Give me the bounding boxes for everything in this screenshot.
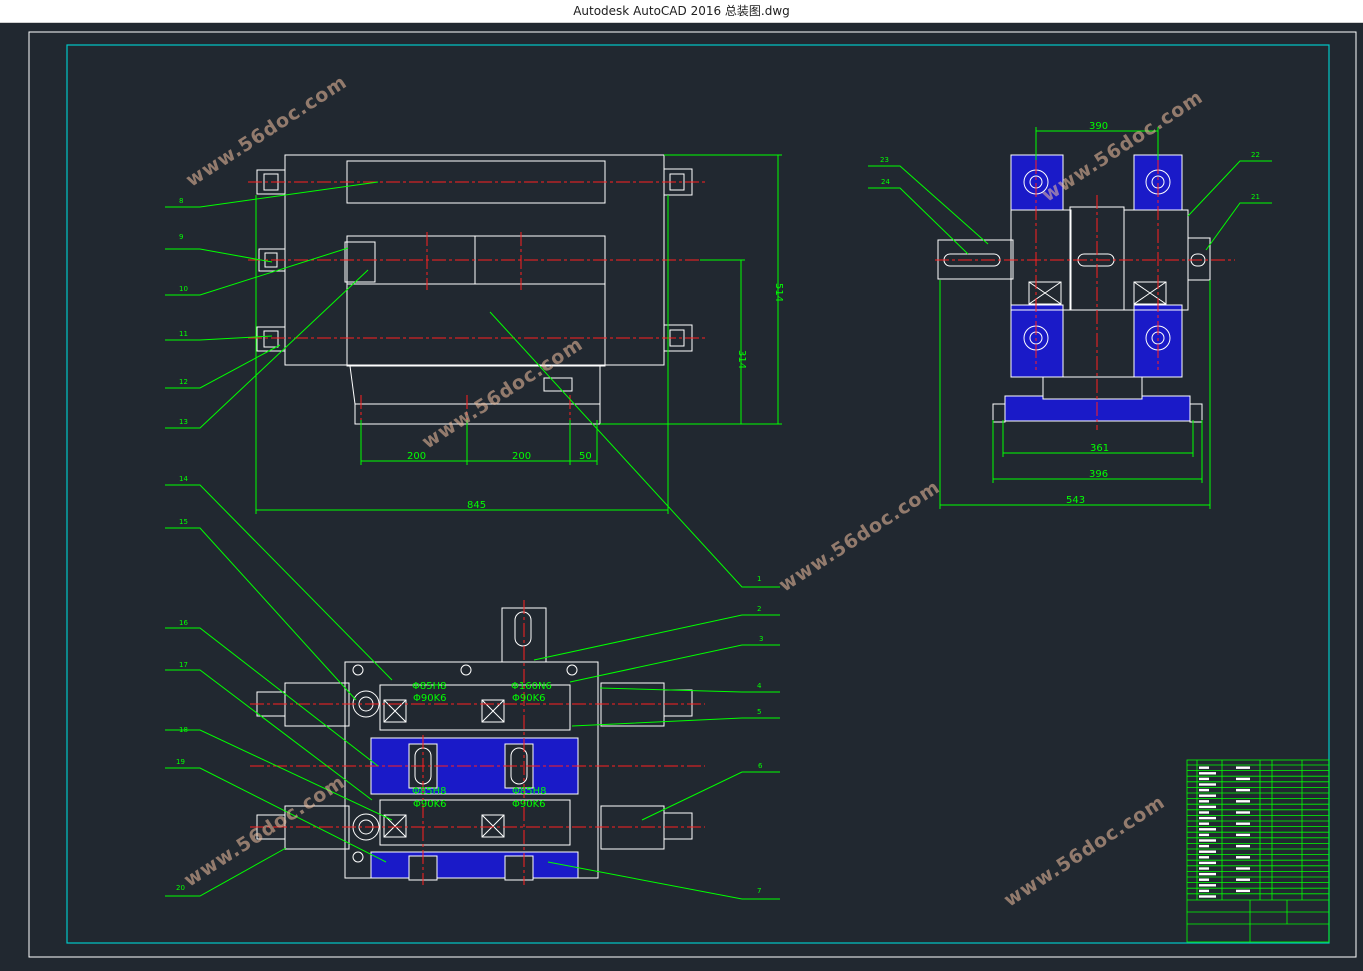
balloon-numbers: 8 9 10 11 12 13 14 15 16 17 18 19 20 1 2… bbox=[176, 151, 1260, 895]
balloon-20: 20 bbox=[176, 884, 185, 892]
window-title: Autodesk AutoCAD 2016 总装图.dwg bbox=[573, 4, 790, 18]
table-cell-mark bbox=[1199, 828, 1216, 831]
table-cell-mark bbox=[1199, 766, 1209, 769]
table-cell-mark bbox=[1236, 833, 1250, 837]
balloon-17: 17 bbox=[179, 661, 188, 669]
balloon-18: 18 bbox=[179, 726, 188, 734]
table-cell-mark bbox=[1199, 777, 1209, 781]
table-cell-mark bbox=[1236, 844, 1250, 848]
table-cell-mark bbox=[1199, 794, 1216, 797]
title-bar: Autodesk AutoCAD 2016 总装图.dwg bbox=[0, 0, 1363, 23]
leader-lines bbox=[165, 160, 1272, 900]
balloon-11: 11 bbox=[179, 330, 188, 338]
table-cell-mark bbox=[1199, 861, 1216, 865]
table-cell-mark bbox=[1236, 766, 1250, 769]
balloon-3: 3 bbox=[759, 635, 763, 643]
table-cell-mark bbox=[1236, 788, 1250, 792]
balloon-22: 22 bbox=[1251, 151, 1260, 159]
balloon-10: 10 bbox=[179, 285, 188, 293]
table-cell-mark bbox=[1199, 839, 1216, 842]
dim-200b: 200 bbox=[512, 451, 531, 462]
dim-200a: 200 bbox=[407, 451, 426, 462]
balloon-13: 13 bbox=[179, 418, 188, 426]
balloon-21: 21 bbox=[1251, 193, 1260, 201]
balloon-24: 24 bbox=[881, 178, 890, 186]
side-view bbox=[937, 154, 1211, 423]
balloon-1: 1 bbox=[757, 575, 761, 583]
fit-top-right: Φ160N6 bbox=[511, 681, 552, 692]
balloon-8: 8 bbox=[179, 197, 183, 205]
top-view bbox=[256, 607, 693, 881]
table-cell-mark bbox=[1199, 805, 1216, 809]
outer-border bbox=[28, 31, 1357, 958]
table-cell-mark bbox=[1199, 844, 1209, 848]
cad-canvas[interactable]: 200 200 50 845 314 514 bbox=[0, 23, 1363, 966]
table-cell-mark bbox=[1199, 788, 1209, 792]
table-cell-mark bbox=[1199, 884, 1216, 887]
fit-lower-left: Φ90K6 bbox=[413, 799, 447, 810]
table-cell-mark bbox=[1236, 777, 1250, 781]
table-cell-mark bbox=[1236, 822, 1250, 825]
inner-frame bbox=[66, 44, 1330, 944]
front-view bbox=[256, 154, 693, 425]
balloon-4: 4 bbox=[757, 682, 762, 690]
balloon-16: 16 bbox=[179, 619, 188, 627]
fit-top-left: Φ85H8 bbox=[412, 681, 446, 692]
table-cell-mark bbox=[1236, 811, 1250, 814]
table-cell-mark bbox=[1236, 889, 1250, 893]
dim-845: 845 bbox=[467, 500, 486, 511]
balloon-23: 23 bbox=[880, 156, 889, 164]
table-cell-mark bbox=[1236, 867, 1250, 870]
balloon-7: 7 bbox=[757, 887, 761, 895]
fit-low-right: Φ85H8 bbox=[512, 786, 546, 797]
table-cell-mark bbox=[1199, 800, 1209, 803]
parts-list-table[interactable] bbox=[1186, 759, 1330, 943]
dim-314: 314 bbox=[736, 350, 747, 369]
table-cell-mark bbox=[1199, 783, 1216, 786]
balloon-14: 14 bbox=[179, 475, 188, 483]
table-cell-mark bbox=[1199, 867, 1209, 870]
parts-list-text bbox=[1199, 766, 1250, 898]
dim-50: 50 bbox=[579, 451, 592, 462]
front-centerlines bbox=[248, 181, 705, 440]
table-cell-mark bbox=[1199, 889, 1209, 893]
table-cell-mark bbox=[1199, 856, 1209, 859]
table-cell-mark bbox=[1236, 856, 1250, 859]
fit-low-left: Φ85H8 bbox=[412, 786, 446, 797]
balloon-15: 15 bbox=[179, 518, 188, 526]
balloon-12: 12 bbox=[179, 378, 188, 386]
dim-390: 390 bbox=[1089, 121, 1108, 132]
balloon-9: 9 bbox=[179, 233, 183, 241]
table-cell-mark bbox=[1199, 816, 1216, 820]
table-cell-mark bbox=[1199, 772, 1216, 775]
fit-mid-left: Φ90K6 bbox=[413, 693, 447, 704]
dim-361: 361 bbox=[1090, 443, 1109, 454]
table-cell-mark bbox=[1236, 878, 1250, 881]
dim-543: 543 bbox=[1066, 495, 1085, 506]
balloon-19: 19 bbox=[176, 758, 185, 766]
dim-514: 514 bbox=[773, 283, 784, 302]
balloon-5: 5 bbox=[757, 708, 761, 716]
table-cell-mark bbox=[1199, 895, 1216, 898]
fit-mid-right: Φ90K6 bbox=[512, 693, 546, 704]
table-cell-mark bbox=[1199, 822, 1209, 825]
table-cell-mark bbox=[1199, 811, 1209, 814]
front-dimensions bbox=[255, 154, 782, 514]
balloon-6: 6 bbox=[758, 762, 763, 770]
table-cell-mark bbox=[1199, 833, 1209, 837]
table-cell-mark bbox=[1199, 850, 1216, 853]
dim-396: 396 bbox=[1089, 469, 1108, 480]
fit-lower-right: Φ90K6 bbox=[512, 799, 546, 810]
table-cell-mark bbox=[1199, 872, 1216, 876]
table-cell-mark bbox=[1236, 800, 1250, 803]
table-cell-mark bbox=[1199, 878, 1209, 881]
balloon-2: 2 bbox=[757, 605, 761, 613]
